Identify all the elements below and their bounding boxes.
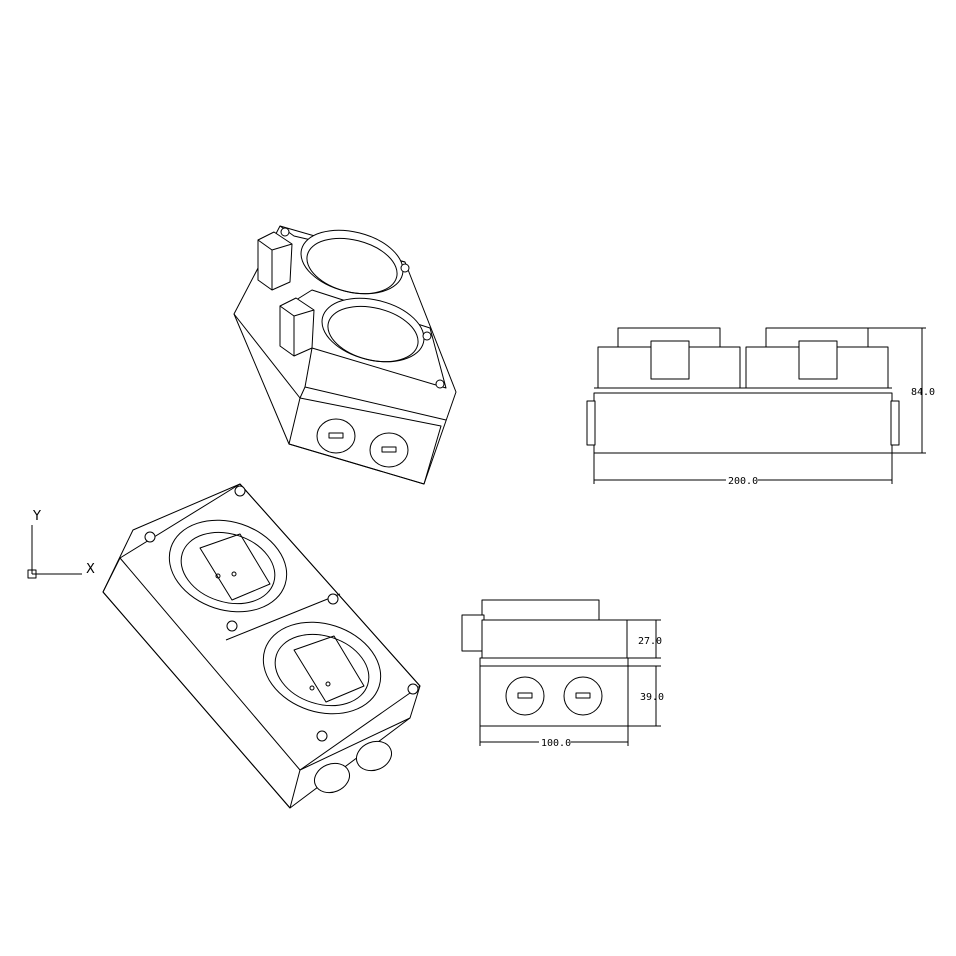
ucs-x-label: X	[86, 562, 95, 577]
dim-side-width: 100.0	[541, 738, 571, 749]
cable-gland	[356, 740, 392, 772]
ucs-y-label: Y	[32, 509, 41, 524]
lid-latch	[279, 297, 315, 357]
dim-side-upper: 27.0	[638, 636, 662, 647]
cable-gland	[316, 418, 356, 454]
cable-gland	[563, 676, 603, 716]
enclosure-body	[593, 392, 893, 454]
front-elevation: 84.0 200.0	[586, 327, 935, 487]
side-elevation: 27.0 39.0 100.0	[461, 599, 664, 749]
cable-gland	[314, 762, 350, 794]
lid-latch	[257, 231, 293, 291]
dim-side-lower: 39.0	[640, 692, 664, 703]
isometric-view-closed	[233, 225, 457, 485]
dim-front-width: 200.0	[728, 476, 758, 487]
dim-front-height: 84.0	[911, 387, 935, 398]
isometric-view-open	[102, 483, 421, 809]
cable-gland	[505, 676, 545, 716]
cable-gland	[369, 432, 409, 468]
ucs-icon: Y X	[27, 509, 95, 579]
